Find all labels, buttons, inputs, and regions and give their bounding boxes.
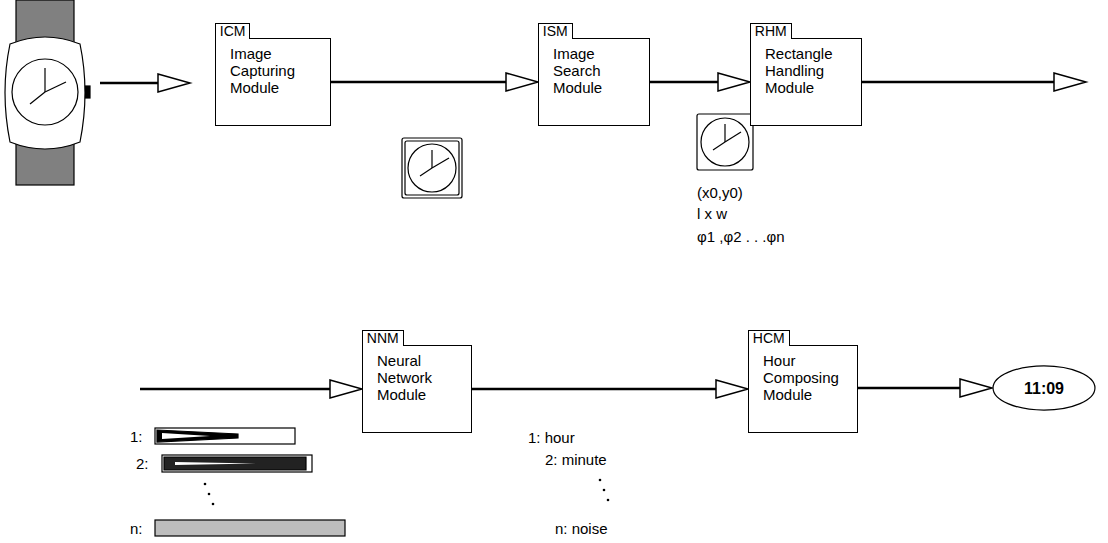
bar-index: n: <box>130 520 143 537</box>
module-box: ISMImage Search Module <box>538 38 650 126</box>
module-name: Neural Network Module <box>377 352 432 403</box>
module-box: RHMRectangle Handling Module <box>750 38 862 126</box>
module-abbrev: HCM <box>748 330 790 346</box>
result-oval: 11:09 <box>992 365 1096 411</box>
connector-line <box>650 81 722 84</box>
arrow-head <box>1054 73 1086 91</box>
bar-index: 1: <box>130 428 143 445</box>
module-box: HCMHour Composing Module <box>748 345 858 433</box>
bar-index: 2: <box>136 455 149 472</box>
connector-line <box>140 82 1058 389</box>
module-abbrev: NNM <box>362 330 404 346</box>
clock-image <box>697 114 753 170</box>
ellipsis-dots <box>204 479 610 506</box>
module-name: Image Search Module <box>553 45 602 96</box>
rectangle-bars <box>155 428 345 536</box>
module-abbrev: ICM <box>215 23 251 39</box>
module-abbrev: RHM <box>750 23 792 39</box>
flow-arrow <box>650 73 750 91</box>
wrist-watch <box>5 0 90 185</box>
connector-line <box>331 81 510 84</box>
module-box: NNMNeural Network Module <box>362 345 472 433</box>
module-name: Image Capturing Module <box>230 45 295 96</box>
class-output: n: noise <box>555 520 608 537</box>
connector-line <box>858 387 964 390</box>
coordinate-label: (x0,y0) <box>697 184 743 201</box>
input-arrow <box>100 74 190 92</box>
module-box: ICMImage Capturing Module <box>215 38 331 126</box>
clock-image <box>402 138 462 198</box>
arrow-head <box>330 380 362 398</box>
class-output: 1: hour <box>528 429 575 446</box>
dimension-label: l x w <box>697 205 727 222</box>
angle-label: φ1 ,φ2 . . .φn <box>697 228 785 245</box>
module-name: Rectangle Handling Module <box>765 45 833 96</box>
arrow-head <box>716 380 748 398</box>
flow-arrow <box>331 73 538 91</box>
arrow-head <box>718 73 750 91</box>
class-output: 2: minute <box>545 451 607 468</box>
arrow-head <box>506 73 538 91</box>
module-abbrev: ISM <box>538 23 573 39</box>
connector-line <box>472 388 720 391</box>
module-name: Hour Composing Module <box>763 352 839 403</box>
flow-arrow <box>858 379 992 397</box>
flow-arrow <box>472 380 748 398</box>
arrow-head <box>960 379 992 397</box>
result-time: 11:09 <box>1024 380 1064 397</box>
